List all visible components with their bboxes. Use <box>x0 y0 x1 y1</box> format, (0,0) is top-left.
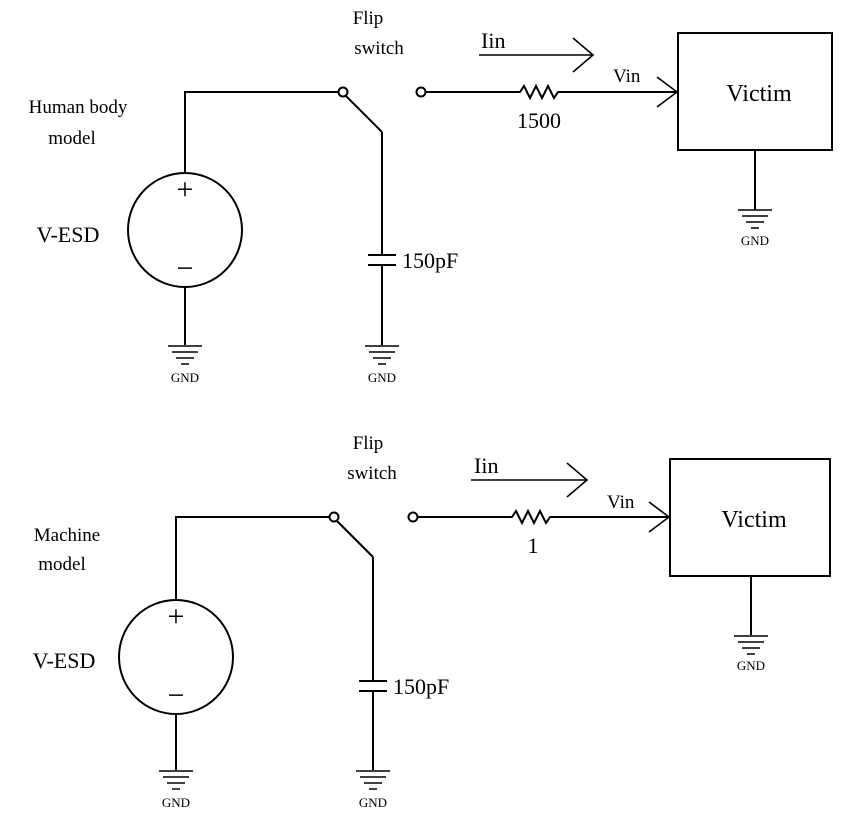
ground-symbol: GND <box>738 209 772 248</box>
switch-label-line1: Flip <box>353 433 384 454</box>
switch-label-line2: switch <box>347 463 397 484</box>
source-label: V-ESD <box>37 222 100 247</box>
capacitor-symbol <box>359 680 387 692</box>
minus-sign: − <box>177 252 194 285</box>
capacitor-value: 150pF <box>393 674 449 699</box>
capacitor-symbol <box>368 254 396 266</box>
ground-symbol: GND <box>365 345 399 385</box>
ground-symbol: GND <box>159 770 193 810</box>
circuit-human-body-model: Human body model V-ESD Flip switch + − 1… <box>29 8 833 385</box>
switch-label-line1: Flip <box>353 8 384 29</box>
switch-pivot <box>328 511 340 523</box>
resistor-wire <box>425 83 678 101</box>
resistor-wire <box>417 508 670 526</box>
ground-label: GND <box>741 233 769 248</box>
model-label-line2: model <box>38 554 86 575</box>
minus-sign: − <box>168 679 185 712</box>
resistor-value: 1500 <box>517 108 561 133</box>
plus-sign: + <box>168 600 185 633</box>
source-top-wire <box>184 91 340 173</box>
model-label-line1: Human body <box>29 97 128 118</box>
ground-symbol: GND <box>734 635 768 673</box>
switch-contact <box>415 86 427 98</box>
current-label: Iin <box>474 453 498 478</box>
victim-label: Victim <box>721 507 787 533</box>
model-label-line2: model <box>48 128 96 149</box>
ground-label: GND <box>359 795 387 810</box>
current-arrow <box>471 462 589 498</box>
ground-label: GND <box>368 370 396 385</box>
switch-blade <box>345 95 383 133</box>
plus-sign: + <box>177 173 194 206</box>
source-top-wire <box>175 516 331 600</box>
ground-symbol: GND <box>168 345 202 385</box>
current-arrow <box>479 37 595 73</box>
switch-contact <box>407 511 419 523</box>
switch-label-line2: switch <box>354 38 404 59</box>
victim-label: Victim <box>726 81 792 107</box>
capacitor-value: 150pF <box>402 248 458 273</box>
resistor-value: 1 <box>528 533 539 558</box>
current-label: Iin <box>481 28 505 53</box>
ground-label: GND <box>737 658 765 673</box>
model-label-line1: Machine <box>34 525 100 546</box>
ground-symbol: GND <box>356 770 390 810</box>
voltage-label: Vin <box>613 66 641 87</box>
ground-label: GND <box>162 795 190 810</box>
switch-pivot <box>337 86 349 98</box>
voltage-label: Vin <box>607 492 635 513</box>
switch-blade <box>336 520 374 558</box>
ground-label: GND <box>171 370 199 385</box>
source-label: V-ESD <box>33 648 96 673</box>
circuit-machine-model: Machine model V-ESD Flip switch + − 150p… <box>33 433 831 810</box>
